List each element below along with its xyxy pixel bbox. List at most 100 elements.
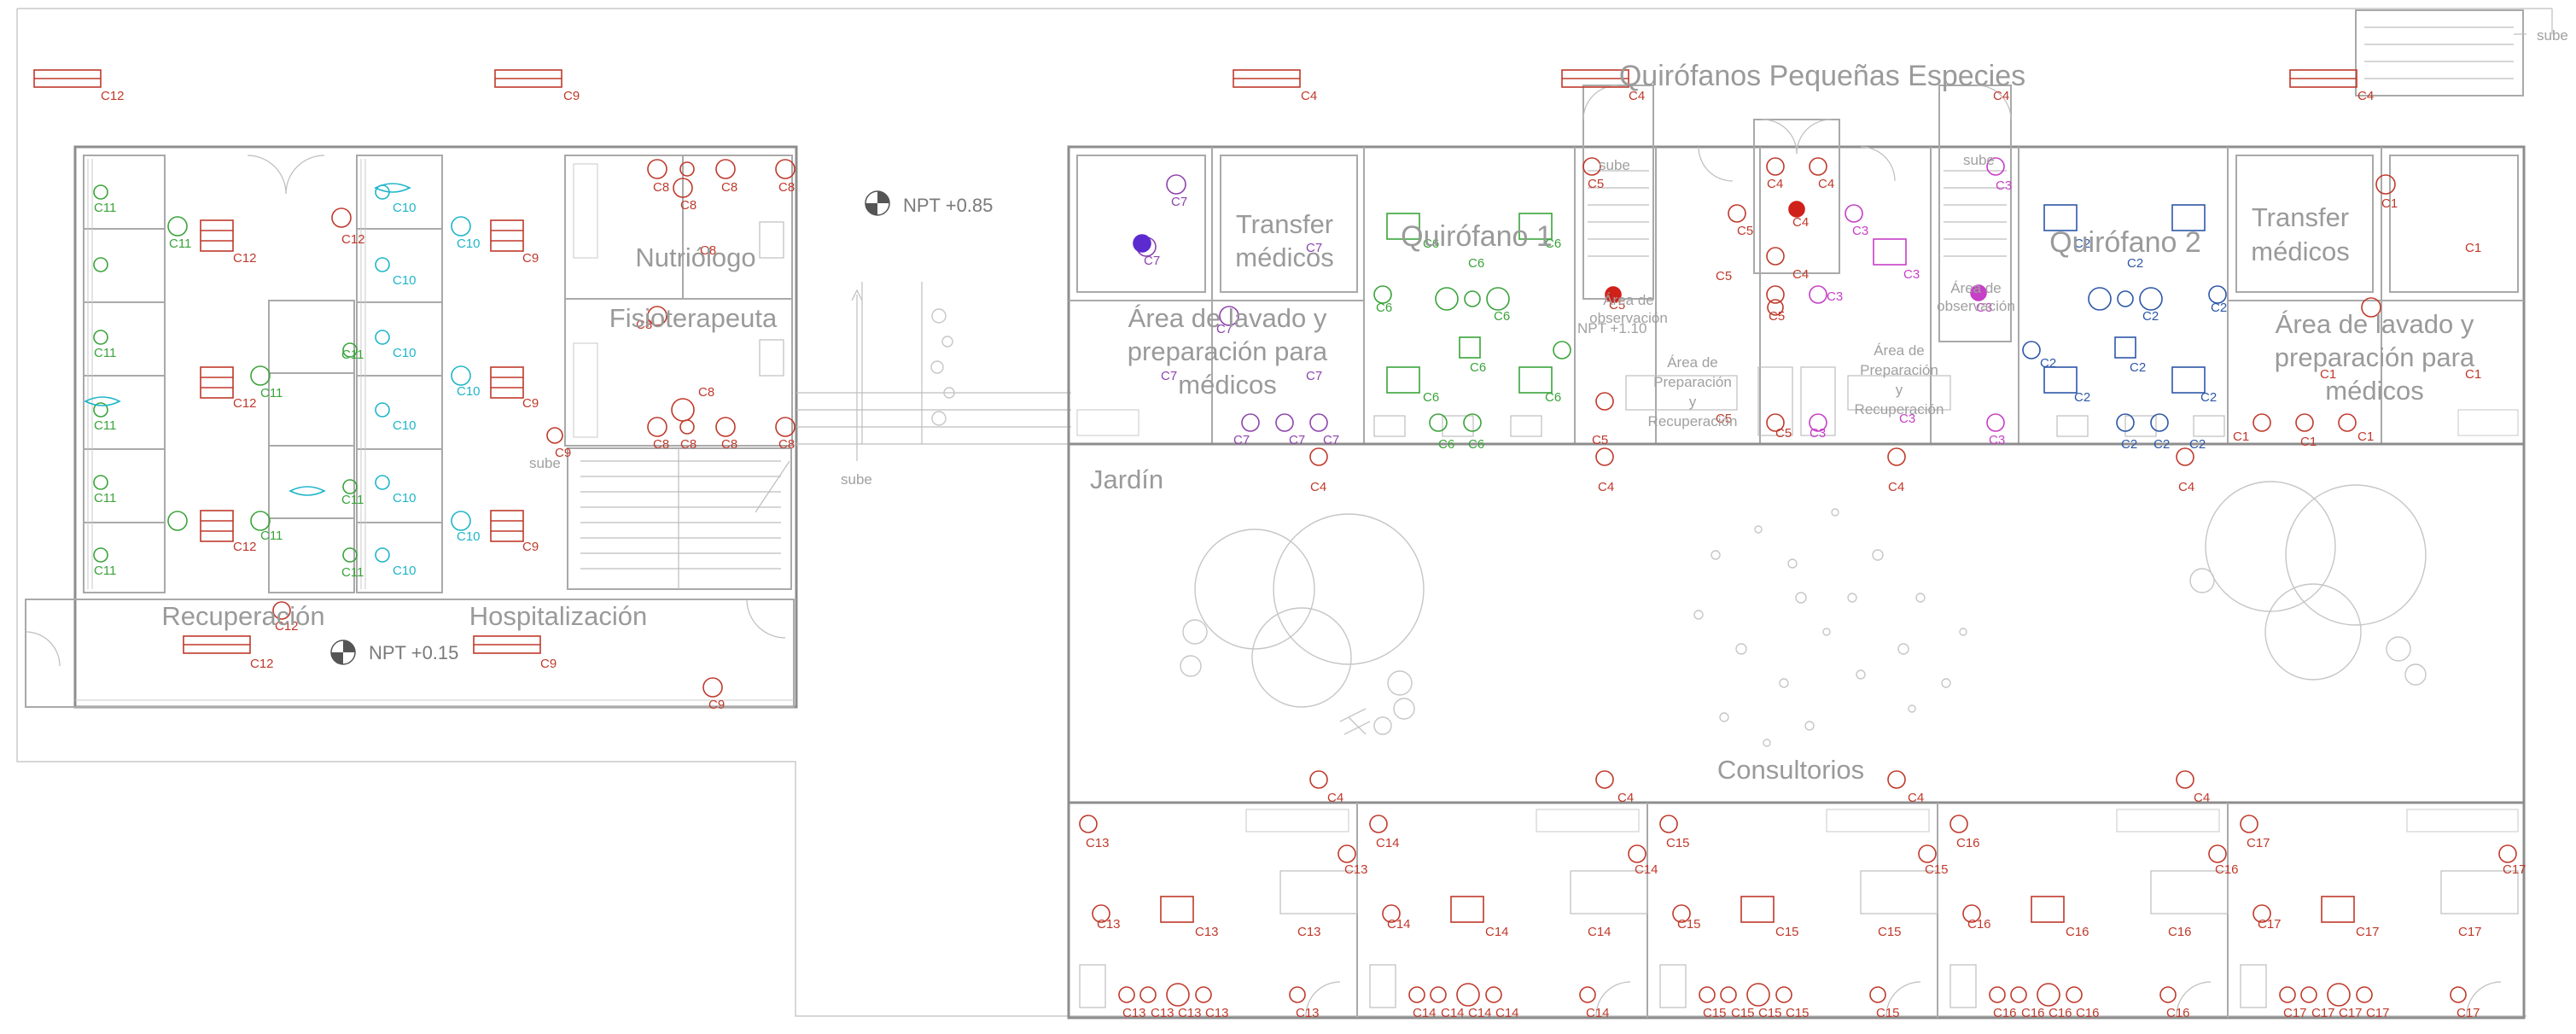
- label-c5: C5: [1737, 224, 1753, 238]
- c2-fixtures: [2022, 204, 2227, 432]
- label-c14: C14: [1586, 1006, 1610, 1020]
- label-c11: C11: [94, 491, 116, 505]
- label-c9: C9: [522, 396, 539, 411]
- label-c1: C1: [2465, 367, 2481, 382]
- panel-label-c9: C9: [563, 89, 580, 103]
- label-c17: C17: [2356, 925, 2380, 939]
- left-building: [25, 145, 798, 709]
- label-c17: C17: [2366, 1006, 2390, 1020]
- label-c16: C16: [2021, 1006, 2045, 1020]
- room-label-transfer-right: médicos: [2251, 237, 2349, 266]
- label-c2: C2: [2189, 437, 2206, 452]
- level-label-015: NPT +0.15: [369, 642, 458, 663]
- label-c14: C14: [1485, 925, 1509, 939]
- label-c4: C4: [1818, 177, 1834, 191]
- room-label-transfer-right: Transfer: [2252, 202, 2349, 232]
- label-c17: C17: [2339, 1006, 2363, 1020]
- label-c11: C11: [94, 418, 116, 433]
- label-c7: C7: [1233, 433, 1250, 447]
- label-c17: C17: [2283, 1006, 2307, 1020]
- label-c12: C12: [233, 540, 257, 554]
- label-c10: C10: [393, 201, 417, 215]
- label-c13: C13: [1297, 925, 1321, 939]
- label-c12: C12: [233, 396, 257, 411]
- label-c2: C2: [2074, 390, 2090, 405]
- label-c8: C8: [653, 437, 669, 452]
- label-c2: C2: [2074, 237, 2090, 251]
- stair-label-sube: sube: [529, 455, 561, 471]
- label-c10: C10: [393, 564, 417, 578]
- panel-label-c4-a: C4: [1301, 89, 1317, 103]
- label-c15: C15: [1786, 1006, 1810, 1020]
- label-c3: C3: [1852, 224, 1868, 238]
- label-c11: C11: [260, 386, 283, 400]
- c1-fixtures: [2253, 174, 2396, 432]
- label-c10: C10: [457, 237, 481, 251]
- label-c1: C1: [2233, 429, 2249, 444]
- label-c9: C9: [708, 698, 725, 712]
- label-c7: C7: [1161, 369, 1177, 383]
- label-c15: C15: [1731, 1006, 1755, 1020]
- label-c11: C11: [94, 201, 116, 215]
- label-c6: C6: [1468, 437, 1484, 452]
- c6-fixtures: [1373, 213, 1571, 432]
- c11-fixtures: [93, 184, 358, 563]
- label-c11: C11: [341, 348, 364, 362]
- label-c5: C5: [1775, 426, 1792, 441]
- label-c16: C16: [1956, 836, 1980, 850]
- label-c1: C1: [2381, 196, 2398, 211]
- label-c6: C6: [1545, 390, 1561, 405]
- label-c13: C13: [1296, 1006, 1320, 1020]
- label-c8: C8: [680, 198, 696, 213]
- label-c4: C4: [1908, 791, 1924, 805]
- label-c17: C17: [2457, 1006, 2480, 1020]
- label-c15: C15: [1775, 925, 1799, 939]
- label-c12: C12: [341, 232, 365, 247]
- panel-label-c4-c: C4: [1993, 89, 2009, 103]
- label-c16: C16: [2076, 1006, 2100, 1020]
- label-c11: C11: [341, 565, 364, 580]
- label-c13: C13: [1086, 836, 1110, 850]
- panel-label-c4-d: C4: [2357, 89, 2374, 103]
- label-c6: C6: [1376, 301, 1392, 315]
- label-c11: C11: [94, 346, 116, 360]
- room-label-recuperacion: Recuperación: [161, 601, 324, 631]
- label-c5: C5: [1769, 309, 1785, 324]
- label-c2: C2: [2200, 390, 2217, 405]
- label-c7: C7: [1306, 369, 1322, 383]
- label-c13: C13: [1344, 862, 1368, 877]
- stair-label-sube: sube: [1963, 152, 1995, 168]
- room-label-preparacion-right: Área de: [1874, 342, 1925, 359]
- label-c1: C1: [2320, 367, 2336, 382]
- label-c4: C4: [1792, 215, 1809, 230]
- c3-fixtures: [1809, 157, 2005, 432]
- label-c8: C8: [698, 385, 714, 400]
- label-c2: C2: [2040, 356, 2056, 371]
- label-c5: C5: [1716, 412, 1732, 426]
- room-label-lavado-right: médicos: [2325, 376, 2423, 406]
- circuit-labels: C11 C11 C11 C11 C11 C11 C11 C11 C11 C11 …: [94, 177, 2526, 1020]
- label-c2: C2: [2142, 309, 2159, 324]
- label-c6: C6: [1423, 237, 1439, 251]
- room-label-consultorios: Consultorios: [1717, 755, 1864, 785]
- label-c2: C2: [2130, 360, 2146, 375]
- label-c5: C5: [1716, 269, 1732, 283]
- panel-label-c9-bottom: C9: [540, 657, 557, 671]
- room-label-preparacion-left: Recuperación: [1648, 413, 1738, 429]
- room-label-hospitalizacion: Hospitalización: [469, 601, 648, 631]
- consultorio-fixtures: [1079, 815, 2517, 1007]
- room-label-quirofano-2: Quirófano 2: [2049, 226, 2201, 259]
- bench-symbols: [200, 219, 524, 542]
- label-c16: C16: [1993, 1006, 2017, 1020]
- room-label-nutriologo: Nutriólogo: [635, 242, 755, 272]
- label-c6: C6: [1423, 390, 1439, 405]
- room-label-lavado-left: preparación para: [1128, 336, 1328, 366]
- label-c13: C13: [1195, 925, 1219, 939]
- ramp: [796, 282, 1071, 461]
- label-c7: C7: [1216, 322, 1233, 336]
- label-c15: C15: [1758, 1006, 1782, 1020]
- room-label-preparacion-left: Preparación: [1653, 374, 1732, 390]
- label-c17: C17: [2458, 925, 2482, 939]
- label-c8: C8: [636, 318, 652, 332]
- label-c2: C2: [2153, 437, 2170, 452]
